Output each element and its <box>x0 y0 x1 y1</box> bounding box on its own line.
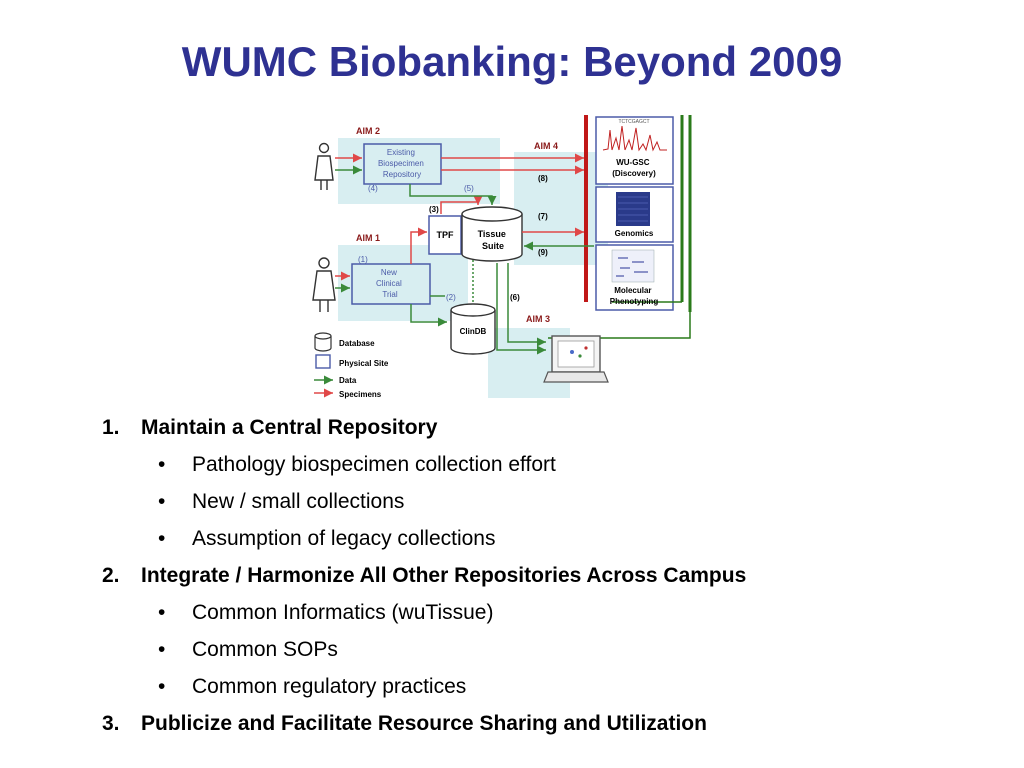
genomics-label: Genomics <box>615 229 654 238</box>
person-icon <box>314 142 334 190</box>
step-label: (2) <box>446 293 456 302</box>
bullet-marker: • <box>158 638 166 661</box>
aim2-label: AIM 2 <box>356 126 380 136</box>
svg-text:TCTCGAGCT: TCTCGAGCT <box>618 119 649 125</box>
aim1-label: AIM 1 <box>356 233 380 243</box>
clindb-label: ClinDB <box>460 327 487 336</box>
list-text: Pathology biospecimen collection effort <box>192 453 556 476</box>
phenotyping-label: Molecular Phenotyping <box>610 286 659 306</box>
list-text: Common SOPs <box>192 638 338 661</box>
tpf-label: TPF <box>437 230 455 240</box>
list-text: Assumption of legacy collections <box>192 527 496 550</box>
legend-data-label: Data <box>339 376 357 385</box>
existing-repository-box <box>363 143 442 185</box>
step-label: (7) <box>538 212 548 221</box>
list-text: New / small collections <box>192 490 405 513</box>
bullet-marker: • <box>158 527 166 550</box>
bullet-marker: • <box>158 675 166 698</box>
list-text: Publicize and Facilitate Resource Sharin… <box>141 712 707 735</box>
tpf-box <box>428 215 462 255</box>
new-clinical-trial-label: New Clinical Trial <box>376 268 404 299</box>
step-label: (4) <box>368 184 378 193</box>
clindb-database <box>450 303 496 355</box>
list-marker: 2. <box>102 564 120 587</box>
aim4-label: AIM 4 <box>534 141 558 151</box>
gel-image-icon <box>611 249 655 283</box>
step-label: (8) <box>538 174 548 183</box>
bullet-marker: • <box>158 453 166 476</box>
list-text: Integrate / Harmonize All Other Reposito… <box>141 564 747 587</box>
wugsc-label: WU-GSC (Discovery) <box>612 158 656 178</box>
new-clinical-trial-box <box>351 263 431 305</box>
step-label: (5) <box>464 184 474 193</box>
legend-database-label: Database <box>339 339 375 348</box>
list-text: Maintain a Central Repository <box>141 416 438 439</box>
sequence-trace-icon <box>602 125 667 152</box>
step-label: (3) <box>429 205 439 214</box>
page-title: WUMC Biobanking: Beyond 2009 <box>181 38 843 85</box>
computer-icon <box>543 335 609 383</box>
list-text: Common Informatics (wuTissue) <box>192 601 494 624</box>
bullet-marker: • <box>158 601 166 624</box>
database-legend-icon <box>314 332 332 352</box>
physical-site-legend-icon <box>315 354 331 369</box>
step-label: (9) <box>538 248 548 257</box>
legend-physical-site-label: Physical Site <box>339 359 389 368</box>
tissue-suite-database <box>461 206 523 262</box>
aim4-panel <box>514 152 608 265</box>
biobanking-diagram: TCTCGAGCT AIM 2 AIM 1 AIM 4 AIM 3 <box>312 115 692 399</box>
step-label: (1) <box>358 255 368 264</box>
existing-repository-label: Existing Biospecimen Repository <box>378 148 426 179</box>
list-text: Common regulatory practices <box>192 675 467 698</box>
bullet-marker: • <box>158 490 166 513</box>
legend-specimens-label: Specimens <box>339 390 382 399</box>
step-label: (6) <box>510 293 520 302</box>
aim3-label: AIM 3 <box>526 314 550 324</box>
legend: Database Physical Site Data Specimens <box>314 332 389 399</box>
person-icon <box>312 257 336 312</box>
list-marker: 3. <box>102 712 120 735</box>
tissue-suite-label: Tissue Suite <box>478 229 509 251</box>
list-marker: 1. <box>102 416 120 439</box>
